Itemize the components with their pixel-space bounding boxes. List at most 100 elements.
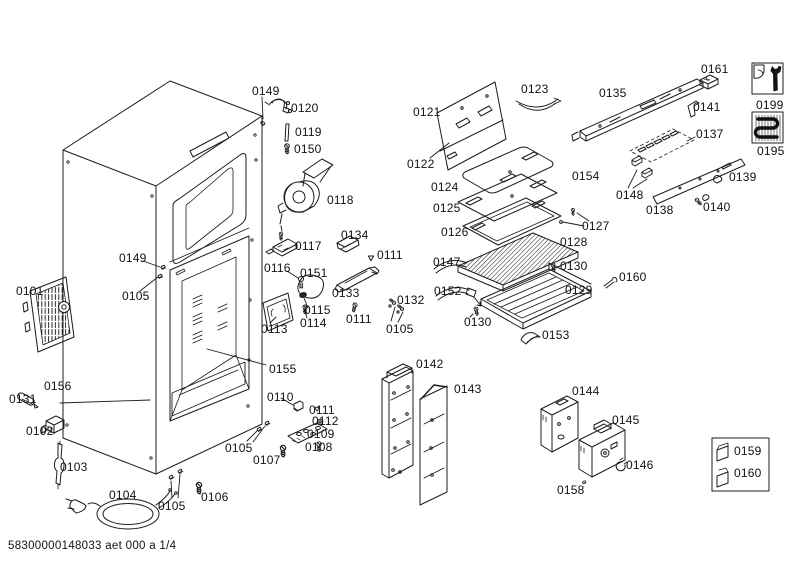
wrench-icon [753,64,782,92]
grommet-0116-drawing [298,276,304,289]
fuse-0131-drawing [17,392,39,409]
part-callout-0159: 0159 [734,444,762,458]
part-callout-0105: 0105 [225,441,253,455]
part-callout-0105: 0105 [122,289,150,303]
part-callout-0131: 0131 [9,392,37,406]
condenser-icon-box [751,111,784,144]
drip-tray-0129-drawing [480,262,592,330]
part-callout-0132: 0132 [397,293,425,307]
part-callout-0118: 0118 [327,193,354,207]
part-callout-0135: 0135 [599,86,627,100]
fasteners-0140-drawing [694,194,710,207]
cabinet-drawing [62,80,263,475]
condenser-coil-icon [753,114,781,142]
screw-0111a-drawing [367,255,375,262]
divider-panel-0142-drawing [381,363,414,479]
part-callout-0147: 0147 [433,255,461,269]
part-callout-0133: 0133 [332,286,360,300]
service-icon-box [751,62,784,95]
part-callout-0158: 0158 [557,483,585,497]
part-callout-0143: 0143 [454,382,482,396]
block-0102-drawing [41,415,65,435]
part-callout-0102: 0102 [26,424,54,438]
part-callout-0111: 0111 [377,248,403,262]
ring-0146-drawing [615,457,628,472]
bracket-0133-drawing [334,266,380,293]
screw-0111b-drawing [350,302,358,313]
part-callout-0151: 0151 [300,266,328,280]
bracket-0153-drawing [520,332,541,345]
part-callout-0110: 0110 [267,390,294,404]
part-callout-0111: 0111 [309,403,335,417]
fan-assembly-0118-drawing [277,158,334,241]
part-callout-0126: 0126 [441,225,469,239]
part-callout-0141: 0141 [693,100,721,114]
tube-0147-drawing [433,260,468,274]
part-callout-0138: 0138 [646,203,674,217]
screw-0150-drawing [284,143,290,155]
clamp-0120-drawing [264,98,292,114]
part-callout-0199: 0199 [756,98,784,112]
divider-panel-0143-drawing [419,384,448,506]
part-callout-0160: 0160 [734,466,762,480]
part-callout-0153: 0153 [542,328,570,342]
relay-0117-drawing [265,238,298,257]
door-fold-left-icon [716,442,729,462]
part-callout-0122: 0122 [407,157,435,171]
part-callout-0130: 0130 [560,259,588,273]
part-callout-0128: 0128 [560,235,588,249]
bracket-box-0145-drawing [578,419,626,478]
screw-0107-drawing [279,444,287,458]
shelf-frame-0126-drawing [462,197,562,246]
part-callout-0113: 0113 [261,322,288,336]
bracket-0141-drawing [687,100,700,118]
bracket-box-0144-drawing [540,395,579,453]
part-callout-0123: 0123 [521,82,549,96]
shelf-0125-drawing [457,173,558,222]
part-callout-0105: 0105 [386,322,414,336]
clip-0110-drawing [293,400,304,412]
part-callout-0121: 0121 [413,105,441,119]
part-callout-0103: 0103 [60,460,88,474]
sheet-footer-text: 58300000148033 aet 000 a 1/4 [8,540,177,552]
clip-0134-drawing [336,235,360,253]
evaporator-0128-drawing [457,232,579,292]
rail-0135-drawing [571,78,704,142]
power-cord-0104-drawing [65,488,178,530]
part-callout-0129: 0129 [565,283,593,297]
part-callout-0104: 0104 [109,488,137,502]
part-callout-0160: 0160 [619,270,647,284]
screws-0132-drawing [388,297,405,314]
screw-0127-drawing [559,208,575,224]
tool-0160a-drawing [603,277,618,289]
part-callout-0139: 0139 [729,170,757,184]
cap-0115-drawing [299,292,307,298]
part-callout-0140: 0140 [703,200,731,214]
screws-0105c-drawing [168,468,184,481]
shelf-0124-drawing [462,146,554,194]
part-callout-0106: 0106 [201,490,229,504]
strip-0138-drawing [652,158,746,205]
part-callout-0108: 0108 [305,440,333,454]
part-callout-0148: 0148 [616,188,644,202]
part-callout-0109: 0109 [307,427,335,441]
part-callout-0149: 0149 [119,251,147,265]
part-callout-0117: 0117 [295,239,322,253]
part-callout-0105: 0105 [158,499,186,513]
drier-0103-drawing [54,440,65,490]
part-callout-0161: 0161 [701,62,729,76]
part-callout-0134: 0134 [341,228,369,242]
part-callout-0107: 0107 [253,453,281,467]
part-callout-0127: 0127 [582,219,610,233]
clip-0139-drawing [713,175,723,184]
part-callout-0195: 0195 [757,144,785,158]
plate-0113-drawing [262,292,294,332]
leader-lines [59,96,696,499]
part-callout-0137: 0137 [696,127,724,141]
part-callout-0101: 0101 [16,284,44,298]
part-callout-0111: 0111 [346,312,372,326]
back-panel-0121-drawing [436,81,507,171]
door-variant-box [711,437,770,492]
clips-0148-drawing [631,155,653,179]
